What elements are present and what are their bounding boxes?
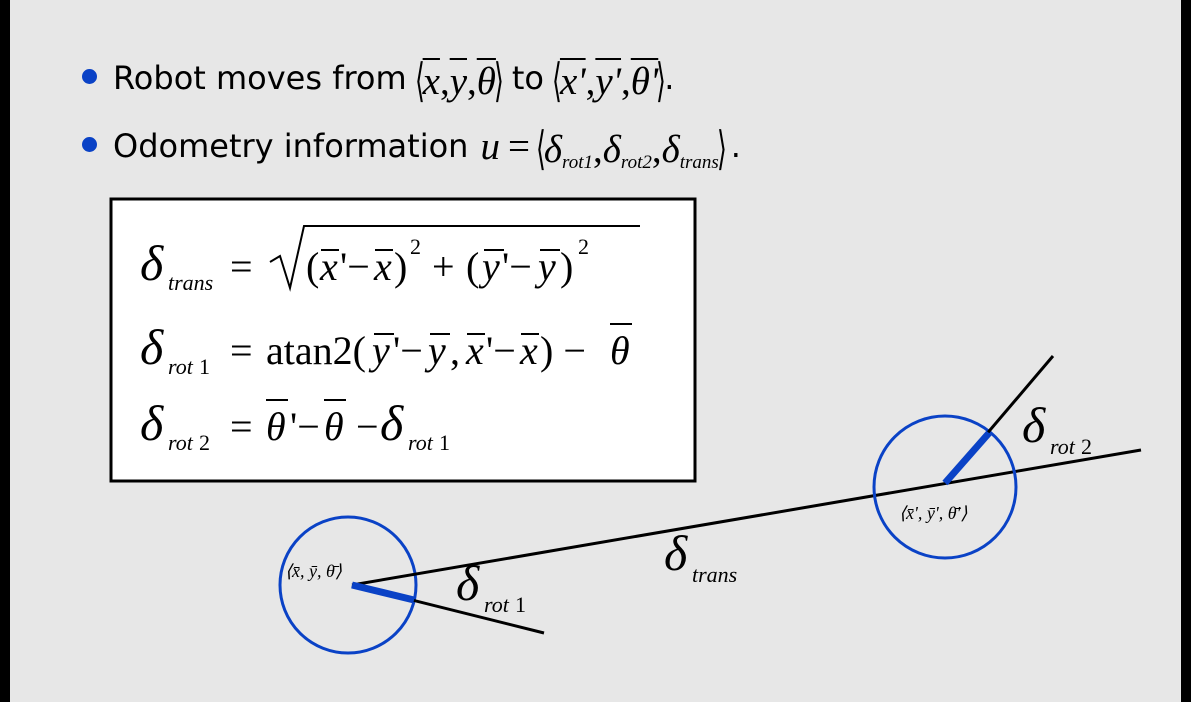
- svg-text:(: (: [466, 244, 479, 289]
- svg-text:δ: δ: [664, 525, 688, 581]
- pose-end-inline: ⟨x',y',θ'⟩: [552, 55, 667, 106]
- pose-start-theta: θ: [476, 60, 496, 103]
- svg-text:δ: δ: [140, 395, 164, 451]
- bullet-robot-moves: Robot moves from ⟨x,y,θ⟩ to ⟨x',y',θ'⟩ .: [82, 48, 674, 108]
- bullet-2-prefix: Odometry information: [113, 127, 469, 165]
- svg-text:y: y: [534, 244, 556, 289]
- bullet-dot-icon: [82, 136, 97, 152]
- trans-label: δ trans: [664, 525, 737, 587]
- odometry-variable: u: [480, 124, 500, 168]
- svg-text:) −: ) −: [540, 328, 586, 373]
- svg-text:2: 2: [578, 234, 589, 259]
- start-pose-circle: [278, 515, 418, 655]
- svg-text:rot: rot: [168, 354, 194, 379]
- frame-left-border: [0, 0, 10, 702]
- svg-text:1: 1: [199, 354, 210, 379]
- svg-text:'−: '−: [290, 404, 320, 449]
- translation-line: [351, 448, 1142, 587]
- frame-right-border: [1181, 0, 1191, 702]
- svg-text:rot: rot: [1050, 434, 1076, 459]
- svg-text:'−: '−: [502, 244, 532, 289]
- odometry-equals: =: [507, 124, 530, 168]
- svg-text:δ: δ: [380, 395, 404, 451]
- svg-text:): ): [394, 244, 407, 289]
- svg-text:θ: θ: [610, 328, 630, 373]
- odometry-tuple: ⟨δrot1,δrot2,δtrans⟩: [535, 123, 727, 174]
- svg-text:−: −: [356, 404, 379, 449]
- equation-rot2: δ rot 2 = θ '− θ − δ rot 1: [140, 395, 450, 455]
- svg-text:δ: δ: [140, 235, 164, 291]
- svg-text:'−: '−: [393, 328, 423, 373]
- svg-text:1: 1: [439, 430, 450, 455]
- equation-rot1: δ rot 1 = atan2( y '− y , x '− x ) − θ: [140, 319, 632, 379]
- svg-text:y: y: [424, 328, 446, 373]
- svg-text:δ: δ: [1022, 397, 1046, 453]
- pose-start-inline: ⟨x,y,θ⟩: [414, 55, 504, 106]
- svg-text:(: (: [306, 244, 319, 289]
- pose-end-x: x': [559, 60, 586, 103]
- svg-text:=: =: [230, 404, 253, 449]
- pose-end-theta: θ': [630, 60, 659, 103]
- svg-text:x: x: [465, 328, 484, 373]
- end-heading-marker: [942, 430, 992, 486]
- svg-text:y: y: [478, 244, 500, 289]
- odometry-trans: δtrans: [661, 128, 719, 173]
- bullet-dot-icon: [82, 68, 97, 84]
- equation-trans: δ trans = ( x '− x ) 2 + ( y '− y ): [140, 225, 640, 295]
- svg-text:y: y: [368, 328, 390, 373]
- svg-text:rot: rot: [168, 430, 194, 455]
- odometry-rot1: δrot1: [543, 128, 593, 173]
- bullet-2-suffix: .: [730, 127, 741, 165]
- equations-box: [109, 197, 697, 483]
- bullet-odometry-information: Odometry information u = ⟨δrot1,δrot2,δt…: [82, 116, 741, 176]
- svg-text:x: x: [519, 328, 538, 373]
- svg-text:+: +: [432, 244, 455, 289]
- svg-text:x: x: [373, 244, 392, 289]
- svg-text:rot: rot: [408, 430, 434, 455]
- start-pose-label: ⟨x̄, ȳ, θ̄⟩: [285, 561, 342, 581]
- svg-text:atan2(: atan2(: [266, 328, 366, 373]
- svg-text:θ: θ: [266, 404, 286, 449]
- end-pose-circle: [872, 414, 1018, 560]
- svg-text:1: 1: [515, 592, 526, 617]
- svg-text:x: x: [319, 244, 338, 289]
- odometry-rot2: δrot2: [602, 128, 652, 173]
- equations-group: δ trans = ( x '− x ) 2 + ( y '− y ): [140, 225, 640, 455]
- svg-text:2: 2: [1081, 434, 1092, 459]
- svg-text:δ: δ: [456, 555, 480, 611]
- svg-text:,: ,: [450, 328, 460, 373]
- pose-start-y: y: [449, 60, 467, 103]
- pose-end-y: y': [595, 60, 622, 103]
- bullet-1-connector: to: [511, 59, 544, 97]
- start-heading-marker: [351, 581, 415, 604]
- svg-text:2: 2: [199, 430, 210, 455]
- rot1-label: δ rot 1: [456, 555, 526, 617]
- diagram-labels: ⟨x̄, ȳ, θ̄⟩ ⟨x̄', ȳ', θ̄'⟩ δ rot 1 δ tra…: [285, 397, 1092, 617]
- svg-text:): ): [560, 244, 573, 289]
- bullet-1-prefix: Robot moves from: [113, 59, 407, 97]
- pose-start-x: x: [422, 60, 440, 103]
- svg-text:θ: θ: [324, 404, 344, 449]
- svg-text:=: =: [230, 328, 253, 373]
- svg-text:δ: δ: [140, 319, 164, 375]
- svg-text:'−: '−: [486, 328, 516, 373]
- end-pose-label: ⟨x̄', ȳ', θ̄'⟩: [899, 503, 967, 523]
- svg-text:'−: '−: [340, 244, 370, 289]
- svg-text:rot: rot: [484, 592, 510, 617]
- svg-text:2: 2: [410, 234, 421, 259]
- bullet-1-suffix: .: [664, 59, 675, 97]
- svg-text:trans: trans: [168, 270, 213, 295]
- rot2-label: δ rot 2: [1022, 397, 1092, 459]
- svg-text:trans: trans: [692, 562, 737, 587]
- svg-text:=: =: [230, 244, 253, 289]
